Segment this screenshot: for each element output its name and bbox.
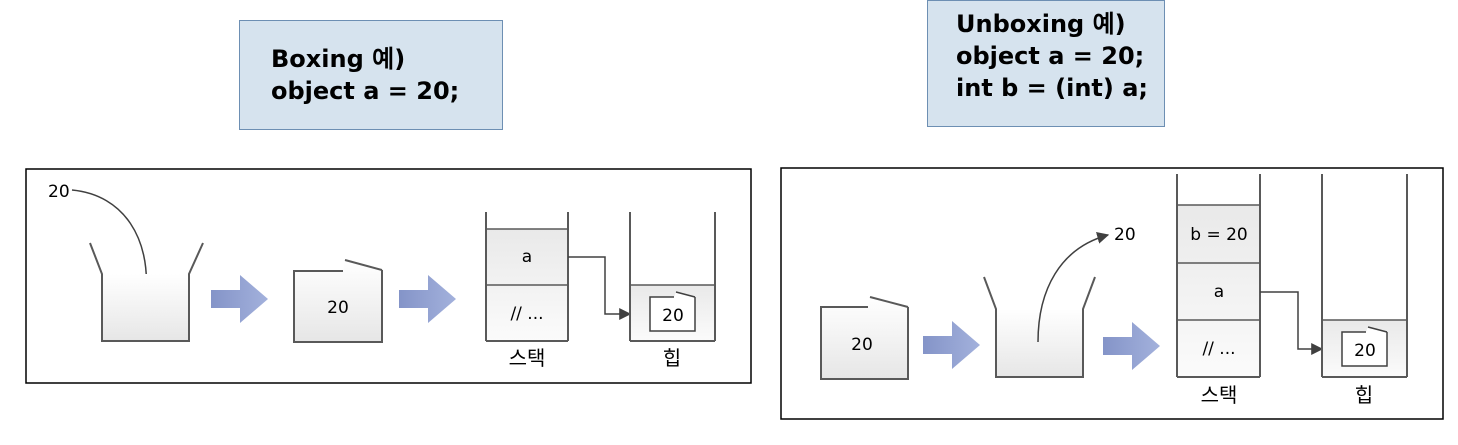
boxing-stack-label: 스택 (509, 346, 546, 370)
unboxing-stack-cell-a: a (1214, 282, 1224, 302)
unboxing-object-box (820, 306, 909, 380)
unboxing-step-arrow-2 (1103, 322, 1160, 370)
unboxing-heap-object-box (1341, 331, 1388, 367)
unboxing-code-box: Unboxing 예) object a = 20; int b = (int)… (927, 0, 1165, 127)
boxing-heap-object-box (649, 296, 696, 332)
unboxing-heap-label: 힙 (1355, 383, 1373, 407)
unboxing-step-arrow-1 (923, 321, 980, 369)
boxing-object-fill (294, 260, 382, 342)
boxing-step-arrow-2 (399, 275, 456, 323)
boxing-heap-label: 힙 (663, 346, 681, 370)
boxing-reference-arrow (568, 256, 632, 320)
unboxing-stack-cell-b: b = 20 (1190, 225, 1247, 245)
unboxing-code-line-1: object a = 20; (956, 42, 1145, 70)
unboxing-panel-frame (780, 167, 1444, 420)
unboxing-object-lid (869, 296, 909, 308)
unboxing-heap-object-value: 20 (1354, 341, 1376, 361)
unboxing-stack-cell-other: // ... (1202, 339, 1235, 359)
unboxing-title: Unboxing 예) (956, 10, 1126, 38)
unboxing-code-line-2: int b = (int) a; (956, 74, 1149, 102)
boxing-stack-cell-other: // ... (510, 304, 543, 324)
boxing-object-lid (344, 259, 383, 271)
boxing-object-value: 20 (327, 298, 349, 318)
unboxing-value-curve-arrow (1037, 232, 1110, 343)
unboxing-extracted-value: 20 (1114, 225, 1136, 245)
boxing-stack-cell-a: a (522, 247, 532, 267)
unboxing-stack-label: 스택 (1201, 383, 1238, 407)
boxing-code-line-1: object a = 20; (271, 77, 460, 105)
unboxing-cup-fill (996, 309, 1083, 377)
boxing-title: Boxing 예) (271, 45, 406, 73)
boxing-value-label: 20 (48, 182, 70, 202)
unboxing-object-fill (821, 297, 908, 379)
boxing-heap-object-value: 20 (662, 306, 684, 326)
unboxing-cup (983, 276, 1096, 378)
unboxing-stack-fill (1177, 205, 1260, 377)
boxing-panel-frame (25, 168, 752, 384)
unboxing-object-value: 20 (851, 335, 873, 355)
boxing-cup-fill (102, 274, 189, 341)
boxing-code-box: Boxing 예) object a = 20; (239, 20, 503, 130)
boxing-cup (89, 242, 204, 342)
unboxing-reference-arrow (1260, 291, 1324, 355)
boxing-step-arrow-1 (211, 275, 268, 323)
boxing-object-box (293, 270, 383, 343)
